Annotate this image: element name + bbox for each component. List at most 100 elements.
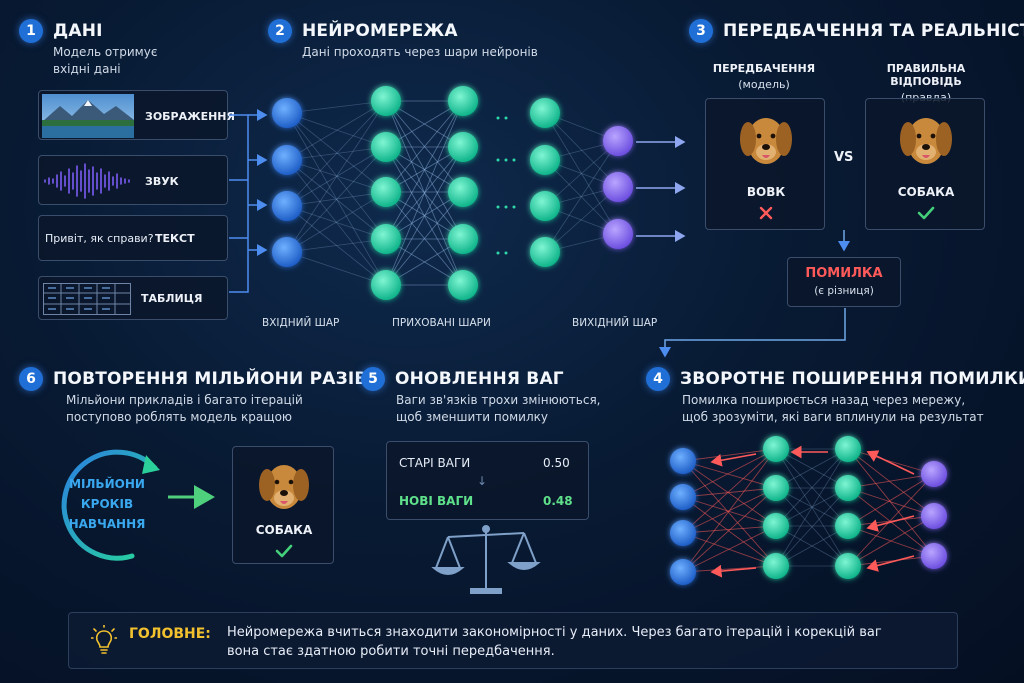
connection-line <box>544 140 619 253</box>
summary-label: ГОЛОВНЕ: <box>129 626 211 642</box>
section-title-data: ДАНІ <box>53 21 103 41</box>
connection-line <box>286 112 387 286</box>
connection-line <box>847 555 935 567</box>
connection-line <box>544 186 619 253</box>
hidden-neuron <box>530 145 560 175</box>
truth-card: СОБАКА <box>865 98 985 230</box>
section-title-weights: ОНОВЛЕННЯ ВАГ <box>395 369 564 389</box>
backprop-arrow <box>710 453 757 467</box>
connection-line <box>847 515 935 527</box>
connection-line <box>286 238 387 253</box>
prediction-header: ПЕРЕДБАЧЕННЯ (модель) <box>712 62 816 91</box>
connection-line <box>775 525 849 567</box>
new-weights-value: 0.48 <box>543 494 573 508</box>
dog-image <box>259 465 309 509</box>
cross-icon <box>759 206 773 220</box>
output-neuron <box>603 219 633 249</box>
hidden-neuron <box>835 553 861 579</box>
connection-line <box>286 146 387 161</box>
output-neuron <box>603 126 633 156</box>
backprop-arrow <box>710 564 757 578</box>
text-sample: Привіт, як справи? <box>45 232 154 245</box>
connection-line <box>286 159 387 286</box>
connection-line <box>847 473 935 527</box>
step-number-5: 5 <box>361 367 385 391</box>
hidden-neuron <box>763 475 789 501</box>
result-card: СОБАКА <box>232 446 334 564</box>
connection-line <box>682 460 777 489</box>
input-label-image: ЗОБРАЖЕННЯ <box>145 110 235 123</box>
connection-line <box>286 191 387 207</box>
hidden-neuron <box>371 224 401 254</box>
hidden-neuron <box>530 191 560 221</box>
connection-line <box>775 448 849 527</box>
network-nodes <box>272 86 633 300</box>
backprop-arrow <box>866 515 915 532</box>
input-card-image: ЗОБРАЖЕННЯ <box>38 90 235 140</box>
input-neuron <box>670 448 696 474</box>
input-label-text: ТЕКСТ <box>155 232 195 245</box>
hidden-neuron <box>835 436 861 462</box>
hidden-neuron <box>371 270 401 300</box>
connection-line <box>286 112 387 193</box>
connection-line <box>682 487 777 498</box>
step-number-4: 4 <box>646 367 670 391</box>
truth-answer: СОБАКА <box>897 185 955 199</box>
checkmark-icon <box>275 544 293 558</box>
connection-line <box>544 112 619 188</box>
connection-line <box>385 191 464 240</box>
connection-line <box>286 146 387 207</box>
connection-line <box>847 448 935 517</box>
hidden-neuron <box>448 177 478 207</box>
old-weights-label: СТАРІ ВАГИ <box>399 456 471 470</box>
output-neuron <box>921 543 947 569</box>
connection-line <box>847 473 935 567</box>
connection-line <box>544 159 619 235</box>
input-neuron <box>670 520 696 546</box>
prediction-answer: ВОВК <box>746 185 786 199</box>
connection-line <box>385 100 464 240</box>
error-subtitle: (є різниця) <box>814 285 874 297</box>
table-icon <box>43 283 131 315</box>
connection-line <box>286 159 387 240</box>
connection-line <box>775 448 849 489</box>
layer-label-hidden: ПРИХОВАНІ ШАРИ <box>392 317 491 329</box>
input-label-table: ТАБЛИЦЯ <box>141 292 203 305</box>
hidden-neuron <box>448 224 478 254</box>
connection-line <box>682 448 777 462</box>
step-number-3: 3 <box>689 19 713 43</box>
connection-line <box>682 565 777 573</box>
output-arrows <box>636 136 686 242</box>
connection-line <box>385 100 464 286</box>
connection-line <box>286 251 387 286</box>
hidden-neuron <box>448 270 478 300</box>
connection-line <box>847 448 935 557</box>
input-neuron <box>272 145 302 175</box>
section-title-backprop: ЗВОРОТНЕ ПОШИРЕННЯ ПОМИЛКИ <box>680 369 1024 389</box>
connection-line <box>286 100 387 207</box>
arrow-down-icon: ↓ <box>477 474 488 488</box>
connection-line <box>682 525 777 573</box>
section-subtitle-backprop: Помилка поширюється назад через мережу, … <box>682 393 984 424</box>
input-label-audio: ЗВУК <box>145 175 179 188</box>
connection-line <box>775 448 849 567</box>
output-neuron <box>921 461 947 487</box>
new-weights-label: НОВІ ВАГИ <box>399 494 474 508</box>
input-neuron <box>272 237 302 267</box>
connection-line <box>385 100 464 240</box>
summary-text: Нейромережа вчиться знаходити закономірн… <box>227 625 882 659</box>
connection-line <box>385 146 464 286</box>
old-weights-value: 0.50 <box>543 456 570 470</box>
connection-line <box>385 100 464 286</box>
connection-line <box>385 100 464 193</box>
connection-line <box>286 159 387 193</box>
connection-line <box>385 100 464 193</box>
prediction-card: ВОВК <box>705 98 825 230</box>
connection-line <box>682 448 777 573</box>
hidden-neuron <box>371 86 401 116</box>
hidden-neuron <box>763 553 789 579</box>
arrow-error-to-backprop <box>659 308 846 358</box>
connection-line <box>544 140 619 207</box>
connection-line <box>847 515 935 567</box>
vs-label: VS <box>834 150 854 165</box>
